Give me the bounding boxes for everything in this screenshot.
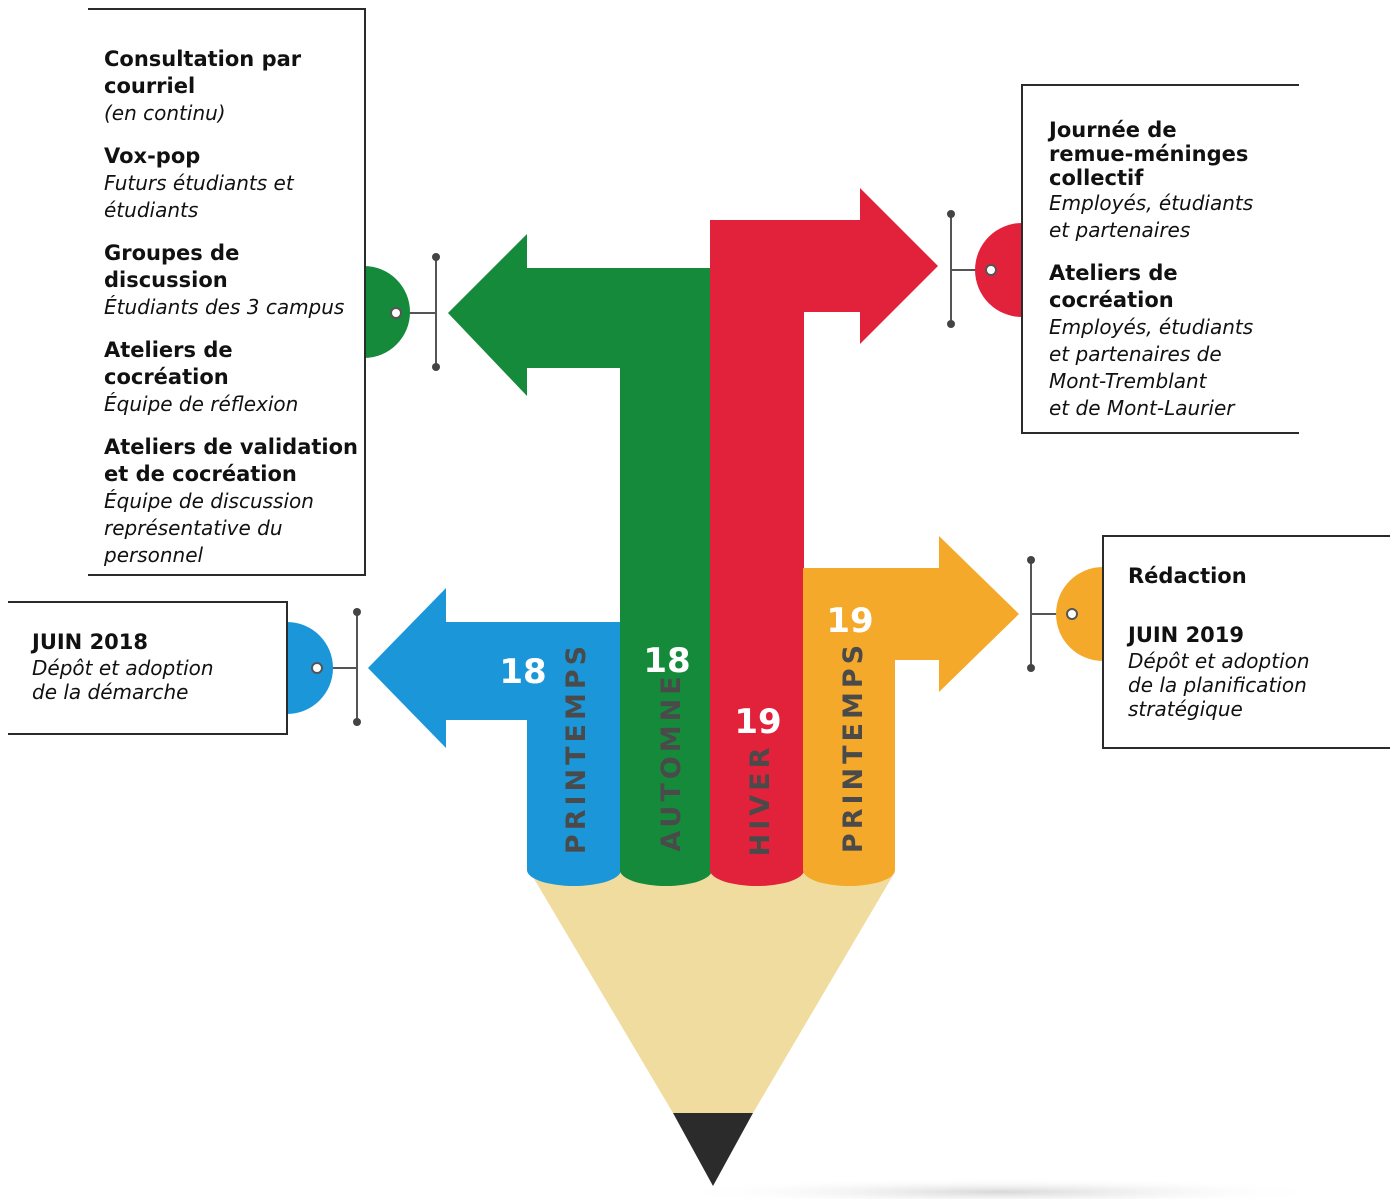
activity-title: remue-méninges [1049, 142, 1249, 166]
activity-title: Ateliers de cocréation [1049, 261, 1178, 312]
activity-subtitle: Employés, étudiants [1049, 315, 1254, 339]
activity-subtitle: et partenaires [1049, 218, 1191, 242]
year-automne-18: 18 [643, 641, 690, 681]
activity-subtitle: Futurs étudiants et [104, 171, 294, 195]
milestone-subtitle: Dépôt et adoption [32, 656, 214, 680]
milestone-subtitle: Dépôt et adoption [1128, 649, 1310, 673]
season-printemps-18: PRINTEMPS [561, 642, 592, 854]
activity-subtitle: représentative du [104, 516, 283, 540]
green-arrow [448, 234, 712, 870]
activity-ateliers-cocreation-winter: Ateliers de cocréation Employés, étudian… [1049, 260, 1299, 422]
activity-title: Vox-pop [104, 144, 201, 168]
year-printemps-18: 18 [499, 652, 546, 692]
activity-vox-pop: Vox-pop Futurs étudiants et étudiants [104, 143, 364, 224]
green-tab [364, 266, 410, 358]
activity-subtitle: Mont-Tremblant [1049, 369, 1207, 393]
activity-ateliers-cocreation: Ateliers de cocréation Équipe de réflexi… [104, 337, 364, 418]
activity-subtitle: Équipe de réflexion [104, 392, 299, 416]
spring-2019-box: Rédaction JUIN 2019 Dépôt et adoption de… [1102, 535, 1390, 749]
milestone-title: JUIN 2018 [32, 630, 149, 654]
red-tab [975, 223, 1022, 317]
spring-2018-box: JUIN 2018 Dépôt et adoption de la démarc… [8, 601, 288, 735]
activity-subtitle: (en continu) [104, 101, 226, 125]
activity-ateliers-validation: Ateliers de validation et de cocréation … [104, 434, 364, 569]
winter-activities-box: Journée de remue-méninges collectif Empl… [1021, 84, 1299, 434]
activity-groupes: Groupes de discussion Étudiants des 3 ca… [104, 240, 364, 321]
milestone-header: Rédaction [1128, 564, 1247, 588]
red-arrow [710, 188, 938, 870]
activity-subtitle: personnel [104, 543, 204, 567]
pencil-tip [673, 1113, 753, 1186]
milestone-subtitle: de la démarche [32, 680, 189, 704]
pencil-shadow [670, 1178, 1330, 1199]
season-automne-18: AUTOMNE [656, 672, 687, 851]
activity-title: collectif [1049, 166, 1144, 190]
orange-arrow [803, 536, 1019, 870]
milestone-subtitle: stratégique [1128, 697, 1243, 721]
orange-tab [1056, 567, 1103, 661]
milestone-subtitle: de la planification [1128, 673, 1307, 697]
season-hiver-19: HIVER [745, 744, 776, 857]
activity-subtitle: et partenaires de [1049, 342, 1222, 366]
activity-subtitle: Étudiants des 3 campus [104, 295, 345, 319]
activity-title: et de cocréation [104, 462, 297, 486]
blue-arrow [368, 588, 621, 870]
year-hiver-19: 19 [734, 702, 781, 742]
blue-tab [287, 622, 333, 714]
pencil-wood [530, 872, 895, 1113]
activity-title: Consultation par courriel [104, 47, 302, 98]
year-printemps-19: 19 [826, 601, 873, 641]
activity-title: Journée de [1049, 118, 1177, 142]
activity-subtitle: étudiants [104, 198, 199, 222]
activity-title: Ateliers de cocréation [104, 338, 233, 389]
activity-remue-meninges: Journée de remue-méninges collectif Empl… [1049, 118, 1299, 244]
activity-title: Ateliers de validation [104, 435, 358, 459]
activity-subtitle: et de Mont-Laurier [1049, 396, 1235, 420]
activity-consultation: Consultation par courriel (en continu) [104, 46, 364, 127]
milestone-title: JUIN 2019 [1128, 623, 1245, 647]
activity-subtitle: Employés, étudiants [1049, 191, 1254, 215]
activity-title: Groupes de discussion [104, 241, 240, 292]
activity-subtitle: Équipe de discussion [104, 489, 314, 513]
season-printemps-19: PRINTEMPS [838, 641, 869, 853]
autumn-activities-box: Consultation par courriel (en continu) V… [88, 8, 366, 576]
